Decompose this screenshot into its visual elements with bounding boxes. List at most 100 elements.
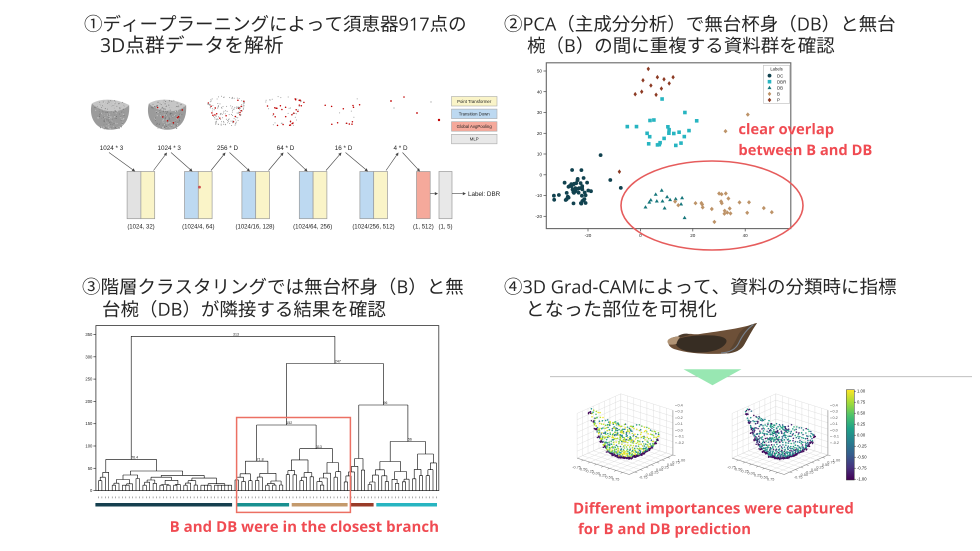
svg-text:113: 113	[316, 445, 322, 449]
svg-text:-0.75: -0.75	[857, 466, 867, 471]
svg-text:0.0: 0.0	[678, 428, 683, 432]
svg-text:150: 150	[85, 421, 93, 426]
svg-text:-0.25: -0.25	[585, 470, 594, 474]
svg-text:(1024, 32): (1024, 32)	[127, 225, 154, 231]
svg-text:71.8: 71.8	[257, 457, 264, 461]
svg-text:0.00: 0.00	[748, 472, 755, 476]
svg-text:96: 96	[383, 401, 387, 405]
svg-text:0.50: 0.50	[761, 476, 768, 480]
svg-text:20: 20	[690, 233, 696, 238]
svg-text:0: 0	[90, 488, 93, 493]
svg-text:(1, 5): (1, 5)	[438, 225, 452, 231]
svg-text:1024 * 3: 1024 * 3	[100, 145, 124, 152]
svg-text:56: 56	[408, 438, 412, 442]
svg-text:0.2: 0.2	[833, 416, 838, 420]
svg-text:0.25: 0.25	[661, 466, 668, 470]
svg-text:16 * D: 16 * D	[335, 145, 353, 152]
svg-text:40: 40	[743, 233, 749, 238]
svg-text:0.00: 0.00	[593, 472, 600, 476]
svg-text:0.25: 0.25	[857, 422, 866, 427]
svg-text:-0.50: -0.50	[579, 468, 588, 472]
svg-text:-0.1: -0.1	[678, 435, 685, 439]
svg-text:1024 * 3: 1024 * 3	[157, 145, 181, 152]
svg-text:DBR: DBR	[777, 79, 786, 84]
svg-text:0.1: 0.1	[678, 422, 683, 426]
svg-text:300: 300	[85, 354, 93, 359]
svg-text:DC: DC	[777, 73, 783, 78]
svg-text:247: 247	[335, 360, 341, 364]
svg-text:0.75: 0.75	[827, 461, 834, 465]
svg-text:350: 350	[85, 332, 93, 337]
svg-text:-0.1: -0.1	[833, 435, 840, 439]
svg-text:0.75: 0.75	[857, 400, 866, 405]
svg-text:(1024/4, 64): (1024/4, 64)	[182, 225, 214, 231]
svg-text:100: 100	[85, 444, 93, 449]
svg-text:0.4: 0.4	[678, 404, 683, 408]
svg-text:-1.00: -1.00	[857, 477, 867, 482]
svg-text:20: 20	[537, 131, 543, 136]
svg-text:Point Transformer: Point Transformer	[457, 99, 492, 104]
svg-text:-0.75: -0.75	[727, 465, 736, 469]
svg-text:0.00: 0.00	[811, 468, 818, 472]
svg-text:0.00: 0.00	[857, 433, 866, 438]
svg-text:0.75: 0.75	[767, 478, 774, 482]
svg-text:MLP: MLP	[470, 137, 479, 142]
svg-text:0.3: 0.3	[678, 410, 683, 414]
svg-text:-10: -10	[535, 193, 542, 198]
svg-text:-0.75: -0.75	[572, 465, 581, 469]
svg-text:0.0: 0.0	[833, 428, 838, 432]
svg-text:1.00: 1.00	[678, 458, 685, 462]
svg-text:-0.75: -0.75	[639, 475, 648, 479]
svg-text:P: P	[777, 98, 780, 103]
svg-text:-0.25: -0.25	[650, 470, 659, 474]
svg-text:-0.25: -0.25	[857, 444, 867, 449]
svg-text:200: 200	[85, 399, 93, 404]
svg-text:DB: DB	[777, 86, 783, 91]
svg-text:0.50: 0.50	[857, 411, 866, 416]
svg-text:-20: -20	[585, 233, 592, 238]
svg-text:-0.75: -0.75	[794, 475, 803, 479]
svg-text:0.50: 0.50	[606, 476, 613, 480]
svg-text:0.25: 0.25	[754, 474, 761, 478]
svg-text:(1024/64, 256): (1024/64, 256)	[293, 225, 332, 231]
svg-text:Labels: Labels	[770, 66, 782, 71]
svg-text:-0.50: -0.50	[644, 473, 653, 477]
svg-text:0: 0	[539, 172, 542, 177]
svg-text:64 * D: 64 * D	[277, 145, 295, 152]
svg-text:30: 30	[537, 110, 543, 115]
svg-text:10: 10	[537, 152, 543, 157]
svg-text:(1024/256, 512): (1024/256, 512)	[352, 225, 394, 231]
svg-text:0: 0	[639, 233, 642, 238]
svg-text:152: 152	[286, 421, 292, 425]
svg-text:-0.2: -0.2	[678, 441, 685, 445]
svg-text:0.25: 0.25	[599, 474, 606, 478]
svg-text:313: 313	[233, 333, 239, 337]
svg-text:0.2: 0.2	[678, 416, 683, 420]
svg-text:0.25: 0.25	[816, 466, 823, 470]
svg-text:-0.50: -0.50	[799, 473, 808, 477]
svg-text:76.4: 76.4	[131, 456, 138, 460]
svg-text:256 * D: 256 * D	[217, 145, 238, 152]
svg-text:250: 250	[85, 377, 93, 382]
svg-text:B: B	[777, 92, 780, 97]
svg-text:0.00: 0.00	[656, 468, 663, 472]
svg-text:(1024/16, 128): (1024/16, 128)	[235, 225, 274, 231]
svg-text:0.50: 0.50	[667, 463, 674, 467]
svg-text:0.50: 0.50	[822, 463, 829, 467]
svg-text:1.00: 1.00	[833, 458, 840, 462]
svg-text:0.75: 0.75	[612, 478, 619, 482]
svg-text:40: 40	[537, 89, 543, 94]
svg-text:(1, 512): (1, 512)	[413, 225, 434, 231]
svg-text:-0.25: -0.25	[740, 470, 749, 474]
svg-text:0.1: 0.1	[833, 422, 838, 426]
svg-text:-20: -20	[535, 214, 542, 219]
svg-text:0.4: 0.4	[833, 404, 838, 408]
svg-text:0.75: 0.75	[672, 461, 679, 465]
svg-text:Global AvgPooling: Global AvgPooling	[457, 124, 493, 129]
svg-text:Transition Down: Transition Down	[459, 112, 490, 117]
svg-text:50: 50	[537, 69, 543, 74]
svg-text:1.00: 1.00	[857, 389, 866, 394]
svg-text:50: 50	[88, 466, 93, 471]
svg-text:0.3: 0.3	[833, 410, 838, 414]
svg-text:-0.2: -0.2	[833, 441, 840, 445]
